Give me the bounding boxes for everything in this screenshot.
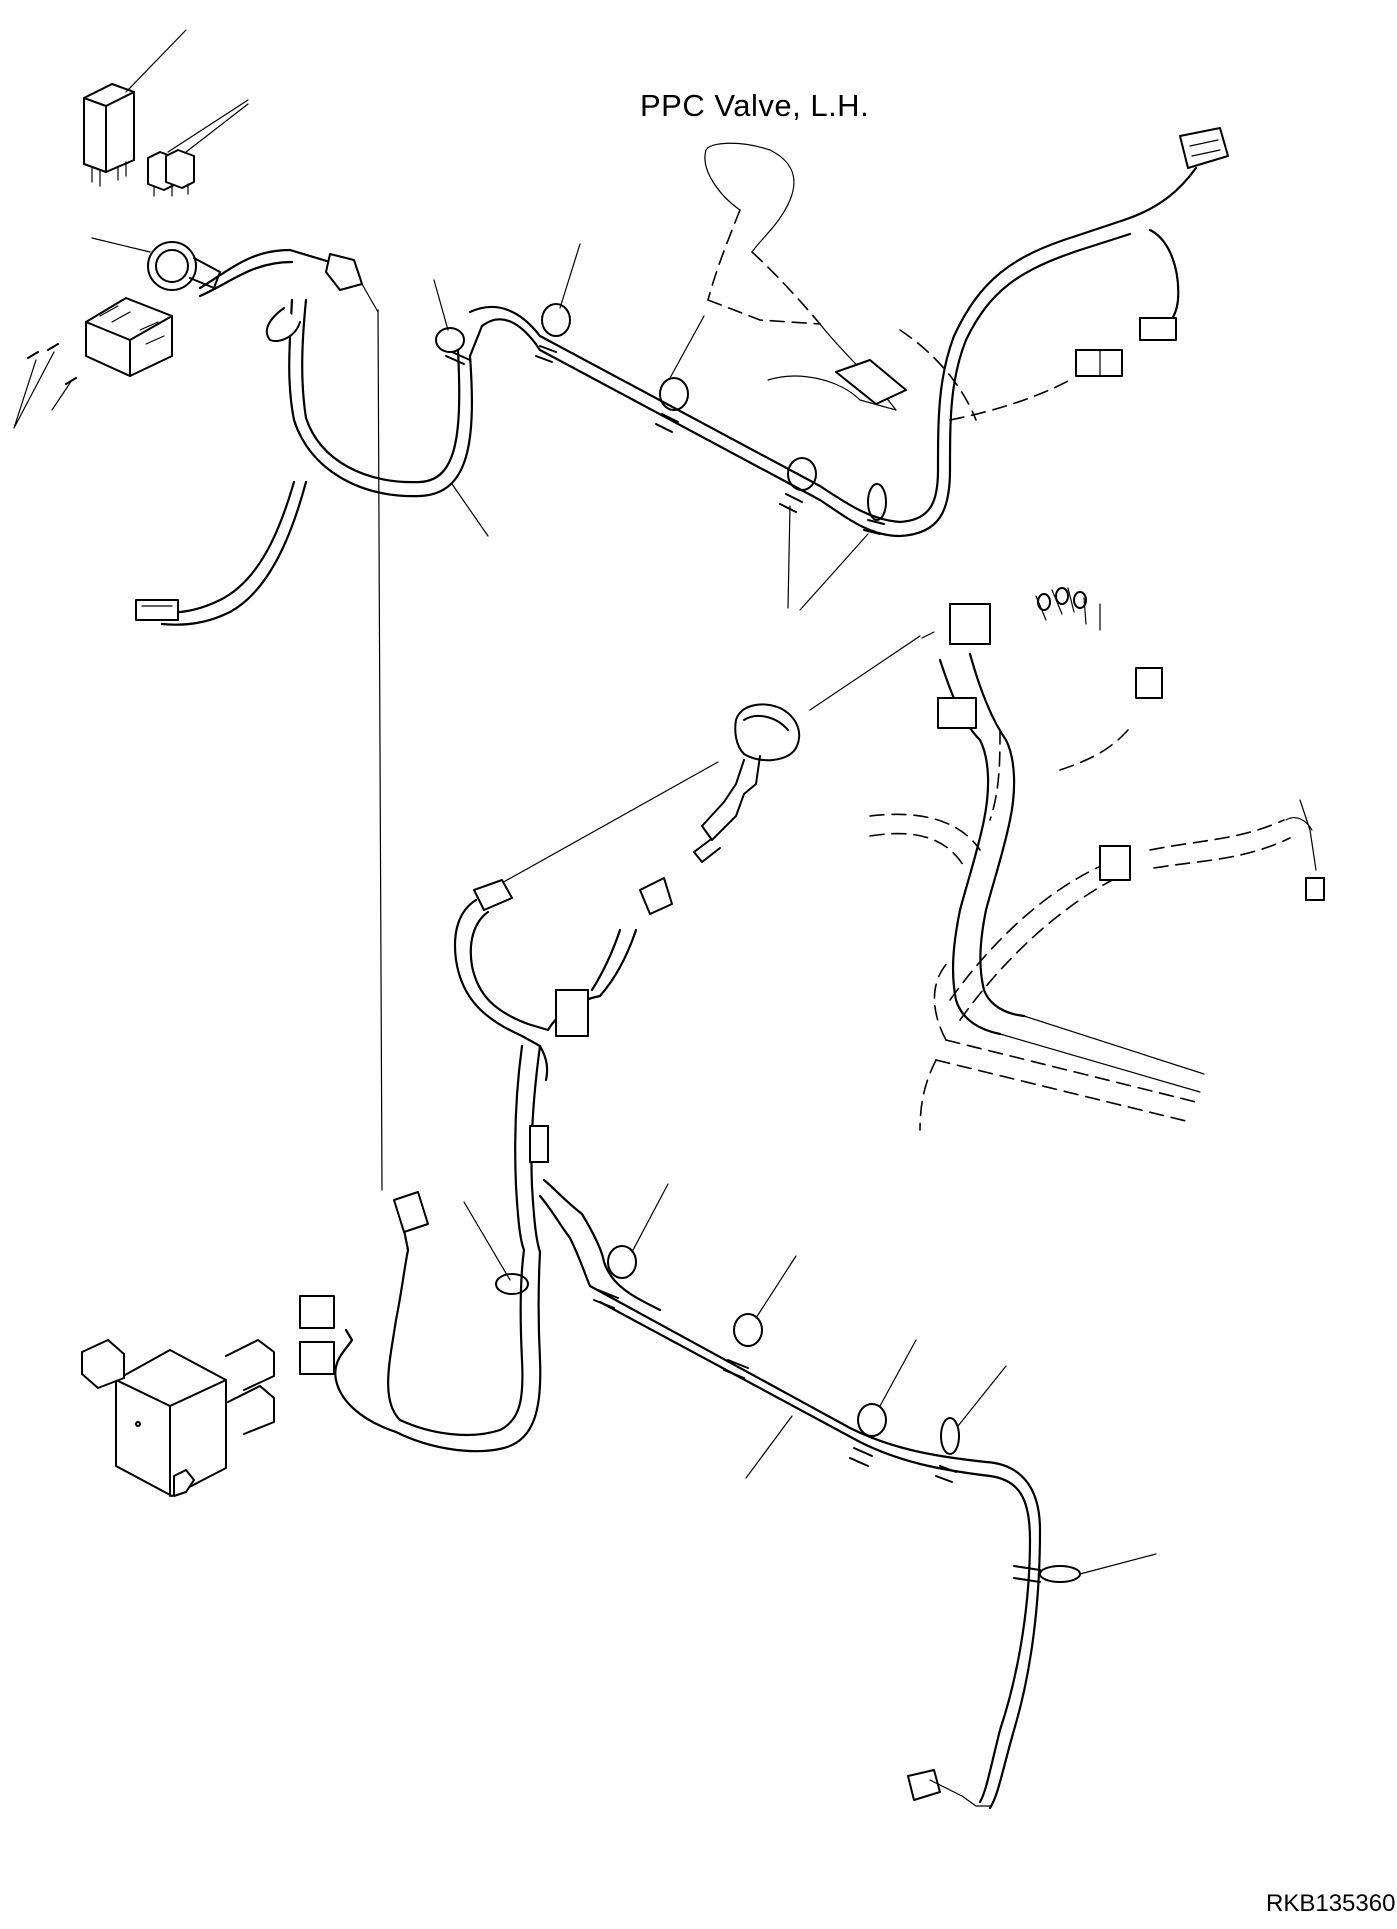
leader-line: [745, 1415, 793, 1479]
leader-line: [361, 283, 379, 313]
leader-line: [755, 1255, 797, 1319]
leader-line: [957, 1365, 1007, 1427]
connector-dashed-right: [1075, 349, 1123, 377]
harness-clamps-lower: [495, 1245, 1081, 1583]
leader-line: [167, 99, 249, 153]
leader-line: [499, 761, 719, 885]
fuse-block: [85, 297, 173, 377]
leader-line: [125, 29, 187, 93]
screws: [13, 343, 77, 429]
leader-line: [559, 243, 581, 309]
leader-line: [669, 315, 705, 379]
middle-connectors: [299, 877, 991, 1807]
upper-harness: [158, 166, 1198, 626]
background-harness-right: [869, 729, 1291, 1131]
background-harness-right-solid: [938, 652, 1205, 1093]
leader-line: [799, 533, 869, 611]
connector-lower-left: [135, 599, 179, 621]
leader-line: [879, 1339, 917, 1407]
ppc-valve-lever: [704, 142, 1071, 421]
leader-line: [463, 1201, 511, 1281]
leader-line: [433, 279, 449, 331]
relay-small-pair: [147, 149, 195, 197]
buzzer: [147, 241, 221, 291]
leader-line: [921, 631, 935, 639]
leader-line: [631, 1183, 669, 1253]
leader-line: [451, 483, 489, 537]
leader-line: [1079, 1553, 1157, 1575]
connector-top-right: [1179, 127, 1229, 169]
connector-upper-mid: [265, 253, 363, 342]
relay-large: [83, 83, 135, 187]
leader-line: [787, 505, 791, 609]
connector-cluster-right: [937, 587, 1325, 901]
connector-right-small: [1139, 317, 1177, 341]
leader-line: [91, 237, 151, 253]
rotary-switch: [693, 703, 801, 863]
middle-harness: [334, 898, 1042, 1810]
leader-line-vertical: [377, 309, 383, 1191]
harness-clamps-upper: [435, 303, 887, 535]
drawing-code-label: RKB135360: [1266, 1890, 1396, 1917]
leader-line: [809, 635, 921, 711]
solenoid-valve-block: [81, 1339, 275, 1497]
ppc-valve-lh-label: PPC Valve, L.H.: [640, 88, 870, 123]
